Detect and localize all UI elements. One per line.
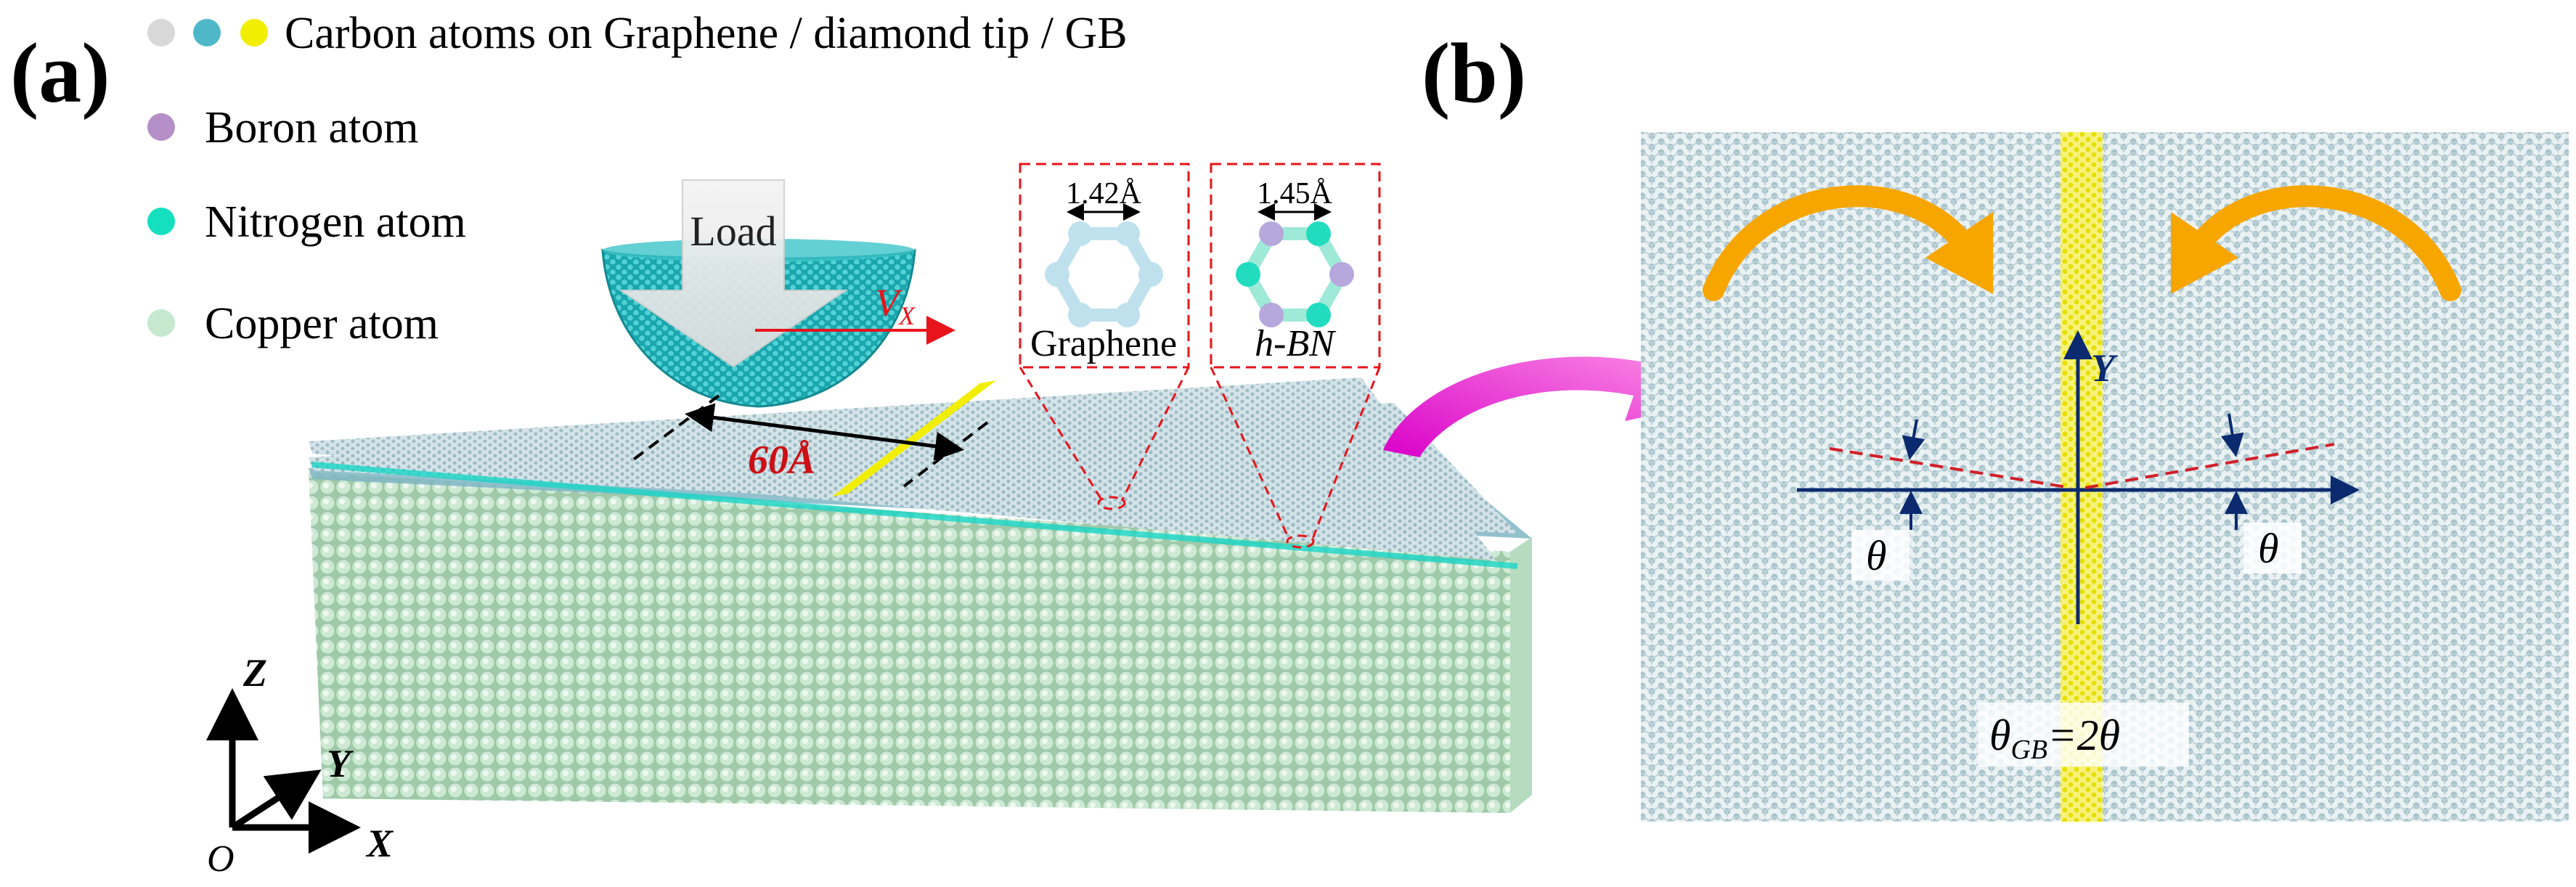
theta-left-label: θ bbox=[1866, 532, 1887, 579]
legend-swatch-tip-carbon bbox=[193, 19, 221, 46]
hbn-hexagon bbox=[1236, 221, 1354, 327]
panel-b: (b) Y θ θ bbox=[1422, 25, 2569, 822]
legend: Carbon atoms on Graphene / diamond tip /… bbox=[147, 9, 1128, 348]
panel-b-label: (b) bbox=[1422, 25, 1526, 120]
legend-boron-text: Boron atom bbox=[205, 103, 418, 152]
axis-x-label: X bbox=[365, 822, 394, 865]
distance-marker: 60Å bbox=[630, 394, 989, 488]
inset-zoom-lines bbox=[1019, 367, 1381, 549]
axis-z-label: Z bbox=[242, 651, 267, 695]
graphene-bond-length: 1.42Å bbox=[1066, 177, 1142, 210]
inset-graphene: 1.42Å Graphene bbox=[1019, 163, 1190, 369]
gb-angle-label: θGB=2θ bbox=[1989, 711, 2120, 765]
panel-b-axes: Y bbox=[1797, 330, 2360, 624]
layer-stack bbox=[309, 377, 1532, 569]
zoom-arrow bbox=[1383, 338, 1710, 457]
panel-b-y-label: Y bbox=[2091, 346, 2119, 390]
rotation-arrow-right bbox=[2171, 185, 2461, 301]
rotation-arrow-left bbox=[1703, 185, 1993, 301]
distance-label: 60Å bbox=[748, 438, 815, 483]
axis-origin-label: O bbox=[207, 838, 235, 880]
hbn-inset-label: h-BN bbox=[1255, 323, 1337, 364]
legend-swatch-nitrogen bbox=[147, 208, 175, 235]
legend-swatch-graphene-carbon bbox=[147, 19, 175, 46]
inset-hbn: 1.45Å h-BN bbox=[1210, 163, 1381, 369]
nitrogen-edge-row bbox=[311, 462, 1518, 569]
legend-swatch-boron bbox=[147, 113, 175, 141]
legend-carbon-text: Carbon atoms on Graphene / diamond tip /… bbox=[285, 9, 1128, 58]
theta-right-label: θ bbox=[2258, 525, 2279, 572]
panel-a-label: (a) bbox=[10, 25, 110, 120]
graphene-upper-sheet bbox=[309, 377, 1496, 560]
legend-swatch-gb-carbon bbox=[240, 19, 268, 46]
velocity-arrow: VX bbox=[755, 281, 955, 345]
velocity-label: VX bbox=[875, 281, 916, 330]
axis-y-label: Y bbox=[327, 742, 354, 785]
copper-substrate bbox=[309, 472, 1532, 813]
legend-swatch-copper bbox=[147, 309, 175, 337]
hbn-bond-length: 1.45Å bbox=[1257, 177, 1333, 210]
legend-nitrogen-text: Nitrogen atom bbox=[205, 197, 466, 247]
load-arrow: Load bbox=[618, 179, 849, 368]
load-label: Load bbox=[690, 208, 776, 255]
legend-copper-text: Copper atom bbox=[205, 299, 439, 348]
panel-a: (a) Carbon atoms on Graphene / diamond t… bbox=[10, 9, 1710, 880]
graphene-hexagon bbox=[1045, 221, 1163, 327]
graphene-inset-label: Graphene bbox=[1030, 323, 1177, 364]
coordinate-axes: Z Y X O bbox=[206, 651, 394, 880]
